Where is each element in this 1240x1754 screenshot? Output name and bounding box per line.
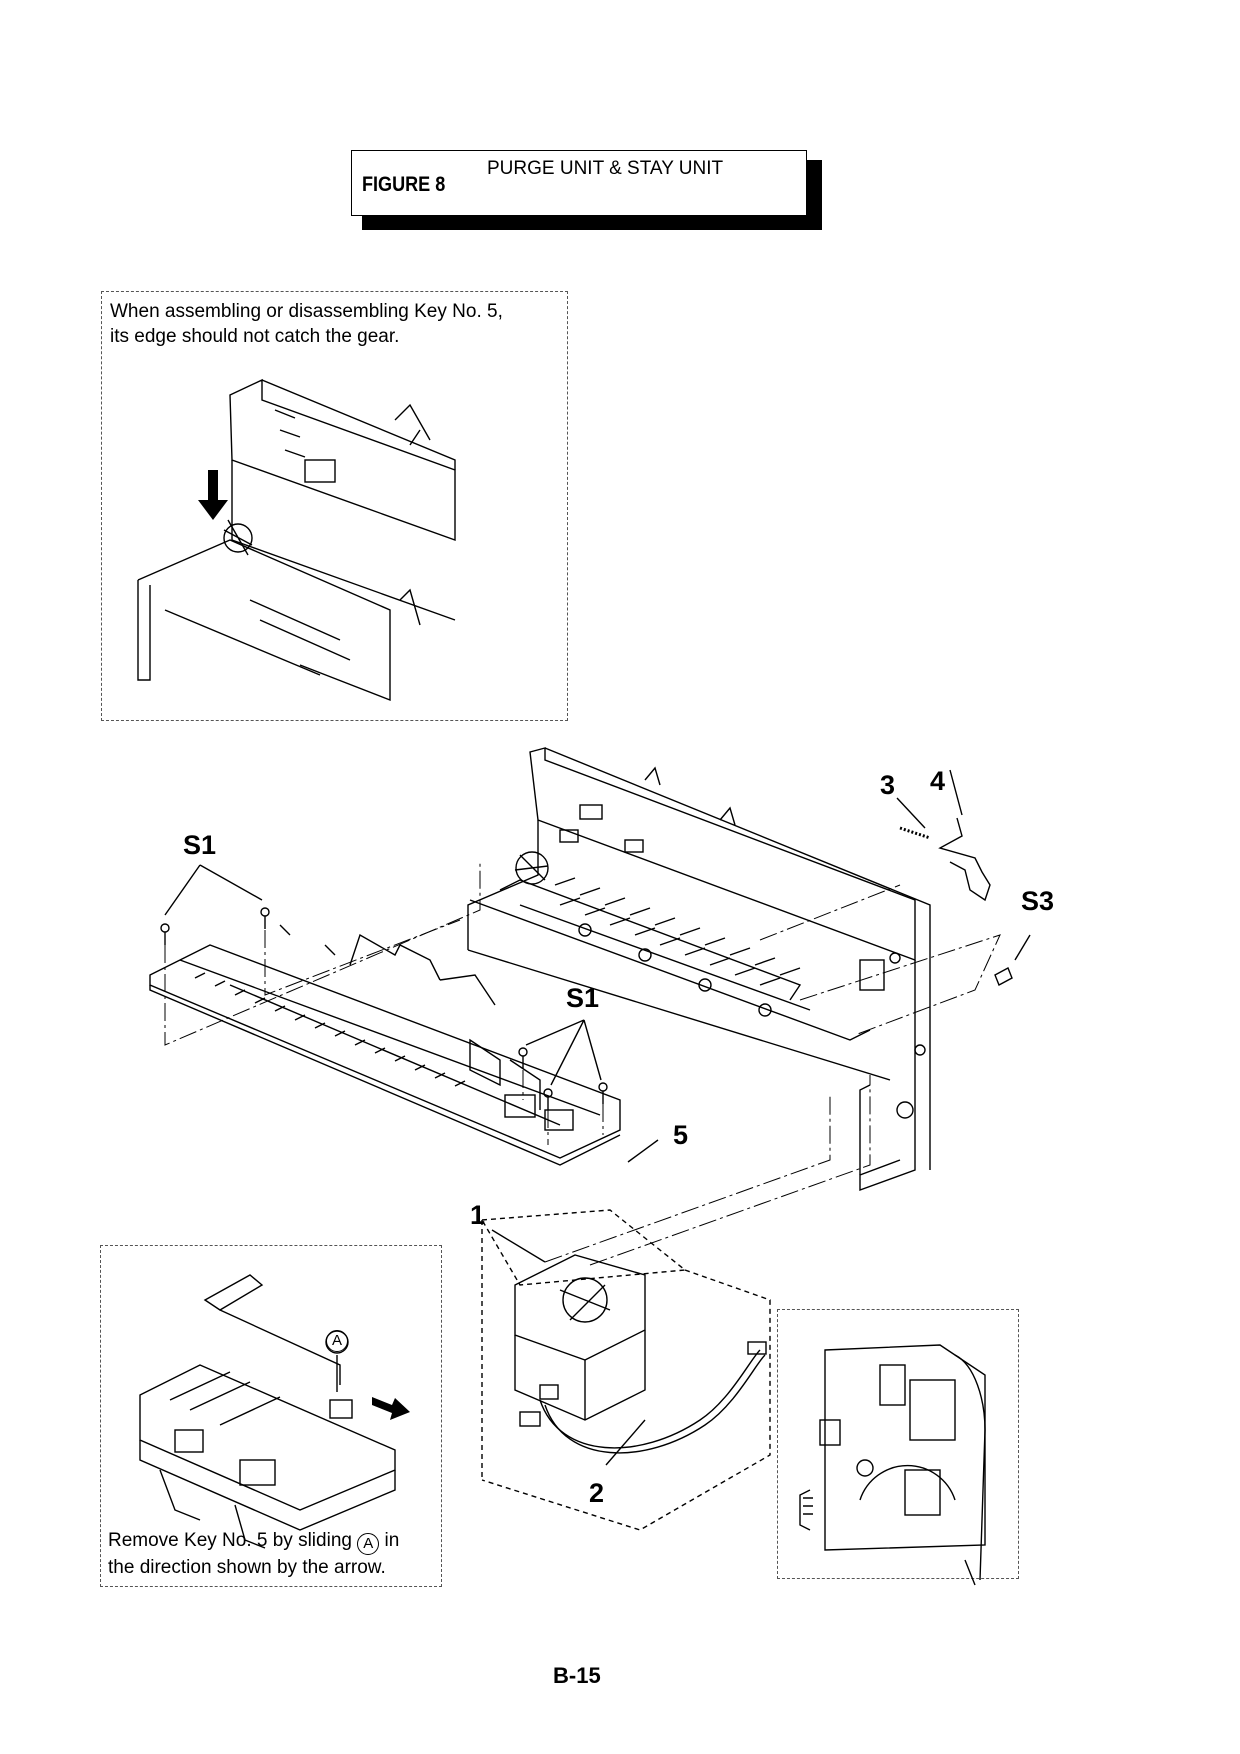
note-gear-text: When assembling or disassembling Key No.… bbox=[110, 299, 503, 349]
figure-title-box: FIGURE 8 PURGE UNIT & STAY UNIT bbox=[351, 150, 807, 216]
inset-key-removal-arrow bbox=[372, 1397, 410, 1420]
callout-5: 5 bbox=[673, 1120, 689, 1150]
callout-s3: S3 bbox=[1021, 886, 1055, 916]
leader-lines bbox=[164, 769, 1031, 1466]
spring-and-clip-drawing bbox=[899, 817, 1013, 986]
note-gear-line2: its edge should not catch the gear. bbox=[110, 326, 400, 347]
note-removal-pre: Remove Key No. 5 by sliding bbox=[108, 1530, 352, 1551]
key-5-bracket-drawing bbox=[149, 924, 621, 1166]
note-removal-post: in bbox=[384, 1530, 400, 1551]
figure-label: FIGURE 8 bbox=[362, 173, 446, 196]
note-gear-line1: When assembling or disassembling Key No.… bbox=[110, 301, 503, 322]
callout-2: 2 bbox=[589, 1478, 605, 1508]
callout-4: 4 bbox=[930, 766, 946, 796]
inset-purge-detail-drawing bbox=[799, 1344, 986, 1586]
note-removal-text: Remove Key No. 5 by sliding A in the dir… bbox=[108, 1528, 399, 1580]
purge-unit-drawing bbox=[480, 1209, 771, 1531]
page-number: B-15 bbox=[553, 1663, 601, 1688]
note-box-gear bbox=[101, 291, 568, 721]
detail-box-purge bbox=[777, 1309, 1019, 1579]
inset-key-removal-drawing bbox=[139, 1274, 396, 1549]
inset-gear-drawing bbox=[137, 378, 456, 702]
assembly-axis-lines bbox=[164, 860, 1001, 1266]
note-box-key-removal bbox=[100, 1245, 442, 1587]
callout-s1-middle: S1 bbox=[566, 983, 600, 1013]
callout-1: 1 bbox=[470, 1200, 486, 1230]
screws-drawing bbox=[160, 907, 608, 1110]
figure-title: PURGE UNIT & STAY UNIT bbox=[487, 158, 724, 179]
note-removal-line2: the direction shown by the arrow. bbox=[108, 1557, 386, 1578]
inset-gear-arrow bbox=[198, 470, 228, 520]
callout-3: 3 bbox=[880, 770, 896, 800]
callout-a-marker: A bbox=[326, 1330, 348, 1352]
note-removal-line1: Remove Key No. 5 by sliding A in bbox=[108, 1528, 399, 1555]
a-marker-symbol: A bbox=[357, 1533, 380, 1555]
callout-s1-top: S1 bbox=[183, 830, 217, 860]
chassis-frame-drawing bbox=[467, 747, 931, 1191]
